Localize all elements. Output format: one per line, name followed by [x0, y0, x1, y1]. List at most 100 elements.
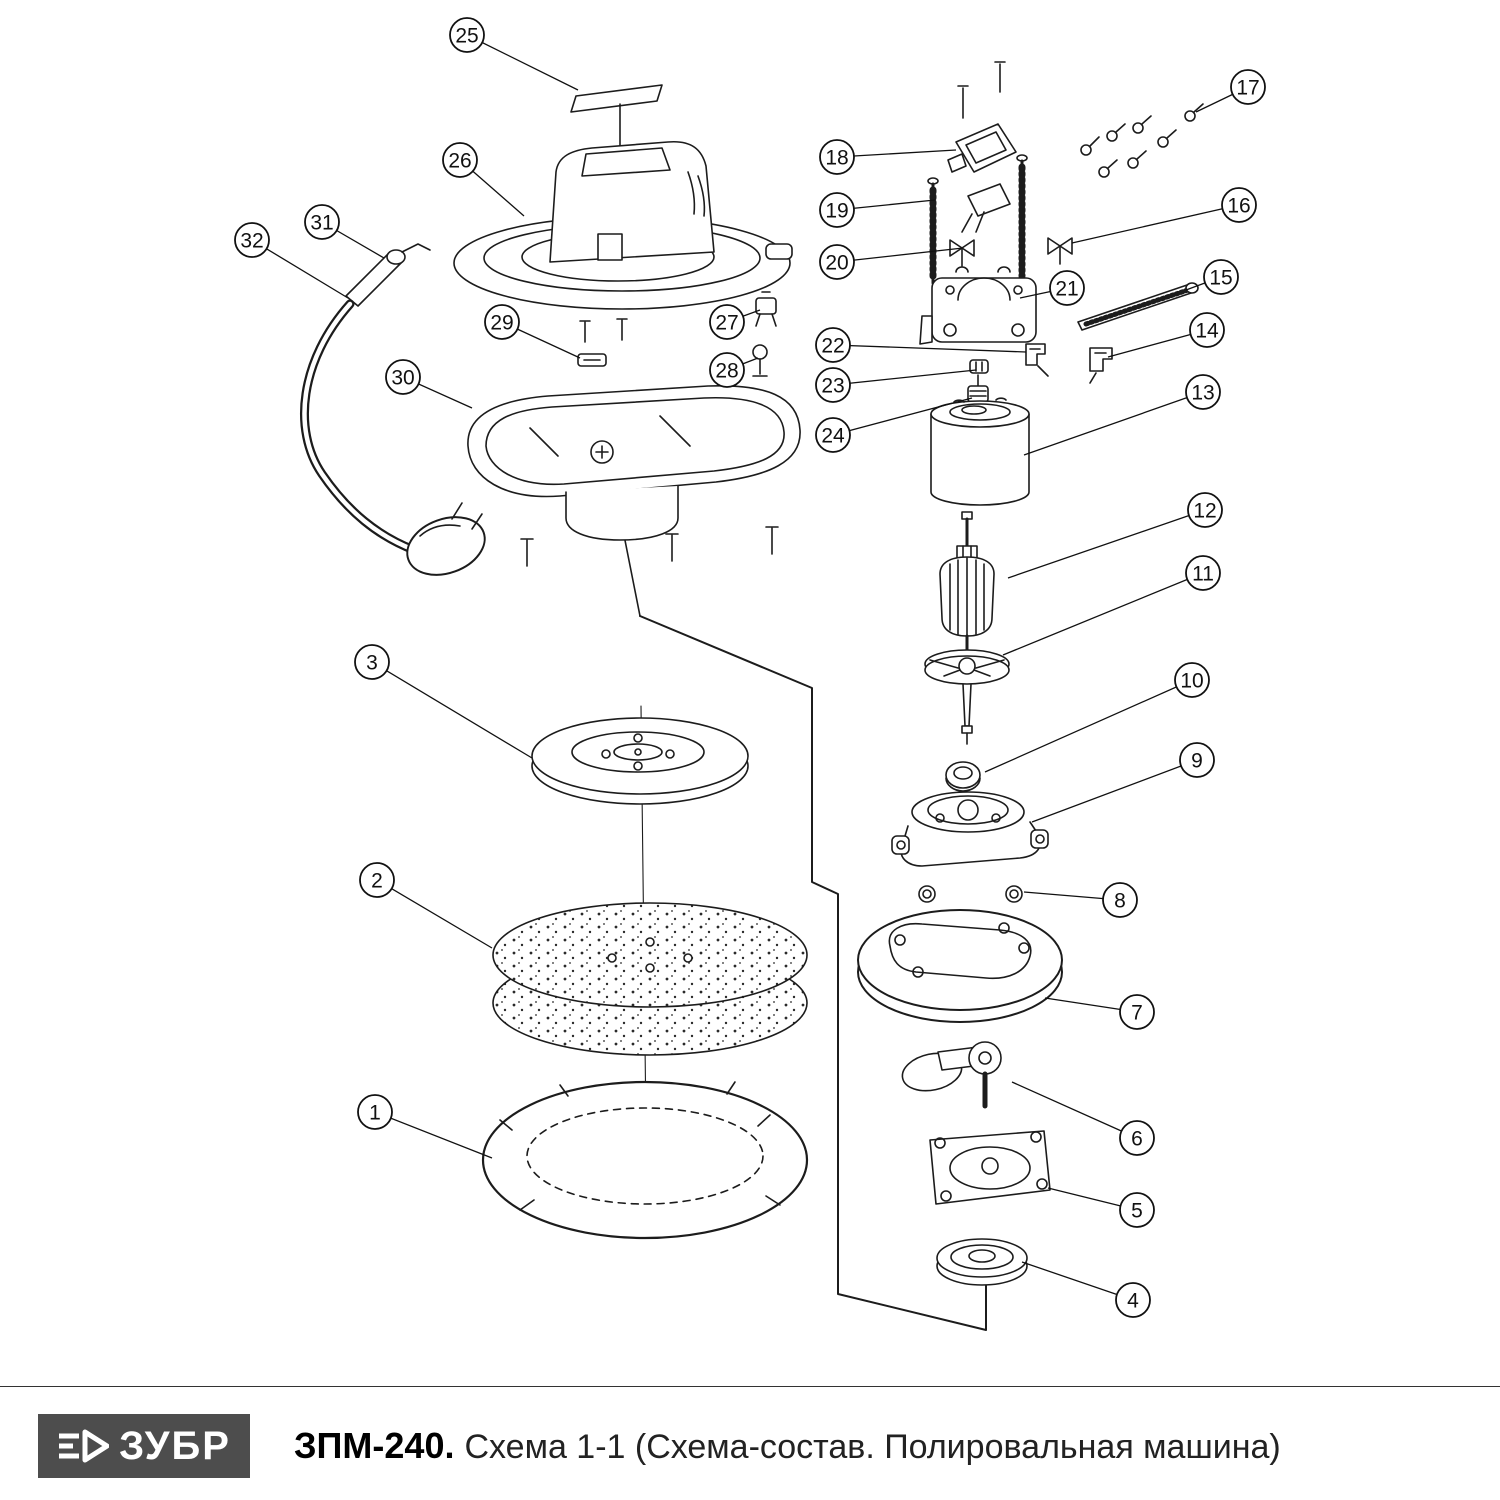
- footer-divider: [0, 1386, 1500, 1387]
- svg-text:27: 27: [715, 312, 738, 335]
- svg-text:32: 32: [240, 230, 263, 253]
- part-screws-cluster: [1080, 103, 1204, 178]
- svg-text:31: 31: [310, 212, 333, 235]
- svg-text:26: 26: [448, 150, 471, 173]
- part-switch-18: [947, 61, 1017, 173]
- callout-9: 9: [1031, 742, 1215, 823]
- callout-21: 21: [1019, 270, 1085, 306]
- callout-12: 12: [1007, 492, 1223, 579]
- svg-text:20: 20: [825, 252, 848, 275]
- brand-arrow-icon: [59, 1429, 110, 1463]
- svg-text:7: 7: [1131, 1002, 1143, 1025]
- callout-5: 5: [1047, 1187, 1155, 1228]
- part-backing-plate: [531, 717, 749, 805]
- svg-text:19: 19: [825, 200, 848, 223]
- part-valve-28: [752, 344, 768, 377]
- svg-text:24: 24: [821, 425, 845, 448]
- part-polishing-bonnet: [481, 1080, 809, 1240]
- callout-25: 25: [449, 17, 579, 91]
- part-switch-27: [755, 291, 777, 327]
- svg-text:18: 18: [825, 147, 848, 170]
- callout-30: 30: [385, 359, 473, 409]
- svg-text:22: 22: [821, 335, 844, 358]
- part-power-cord: [299, 299, 486, 576]
- model-number: ЗПМ-240.: [294, 1425, 455, 1466]
- diagram-title: ЗПМ-240.Схема 1-1 (Схема-состав. Полиров…: [294, 1425, 1281, 1467]
- part-flange-plate: [929, 1130, 1051, 1205]
- svg-text:23: 23: [821, 375, 844, 398]
- svg-text:1: 1: [369, 1102, 381, 1125]
- svg-text:5: 5: [1131, 1200, 1143, 1223]
- part-base-plate: [857, 909, 1063, 1023]
- callout-7: 7: [1044, 994, 1155, 1030]
- part-motor-housing: [919, 266, 1037, 345]
- svg-text:15: 15: [1209, 267, 1232, 290]
- part-cable-gland: [345, 243, 431, 307]
- svg-text:29: 29: [490, 312, 513, 335]
- callout-4: 4: [1021, 1261, 1151, 1318]
- svg-text:6: 6: [1131, 1128, 1143, 1151]
- brand-logo: ЗУБР: [38, 1414, 250, 1478]
- diagram-subtitle: Схема 1-1 (Схема-состав. Полировальная м…: [464, 1428, 1281, 1466]
- part-sponge-discs: [492, 902, 808, 1056]
- svg-text:25: 25: [455, 25, 478, 48]
- svg-text:9: 9: [1191, 750, 1203, 773]
- callout-24: 24: [815, 397, 973, 453]
- callout-20: 20: [819, 244, 964, 280]
- housing-screws: [520, 526, 779, 567]
- svg-text:28: 28: [715, 360, 738, 383]
- part-brush-holder-14: [1089, 347, 1113, 384]
- exploded-view-drawing: [299, 61, 1204, 1331]
- part-brush-clip-16: [1047, 237, 1073, 265]
- svg-text:17: 17: [1236, 77, 1259, 100]
- svg-text:10: 10: [1180, 670, 1203, 693]
- callout-28: 28: [709, 352, 759, 388]
- part-brush-holder-22: [1025, 343, 1049, 377]
- part-nuts: [918, 885, 1023, 903]
- part-clip-29: [577, 318, 628, 367]
- part-armature: [939, 511, 995, 637]
- callout-10: 10: [984, 662, 1210, 773]
- footer: ЗУБР ЗПМ-240.Схема 1-1 (Схема-состав. По…: [38, 1414, 1470, 1478]
- svg-text:14: 14: [1195, 320, 1219, 343]
- callouts-layer: 1234567891011121314151617181920212223242…: [234, 17, 1266, 1318]
- callout-13: 13: [1023, 374, 1221, 456]
- part-pin-rod: [1077, 282, 1199, 331]
- part-cover-19: [927, 154, 1028, 285]
- part-bushing-23: [969, 359, 989, 374]
- svg-text:8: 8: [1114, 890, 1126, 913]
- svg-text:30: 30: [391, 367, 414, 390]
- svg-text:4: 4: [1127, 1290, 1139, 1313]
- callout-26: 26: [442, 142, 525, 217]
- part-fan: [924, 634, 1010, 745]
- callout-8: 8: [1023, 882, 1138, 918]
- callout-14: 14: [1107, 312, 1225, 358]
- callout-23: 23: [815, 367, 977, 403]
- part-bearing-small: [945, 761, 981, 792]
- svg-text:21: 21: [1055, 278, 1078, 301]
- callout-18: 18: [819, 139, 957, 175]
- svg-text:13: 13: [1191, 382, 1214, 405]
- part-brush-clip-20: [949, 239, 975, 267]
- callout-22: 22: [815, 327, 1027, 363]
- callout-31: 31: [304, 204, 385, 259]
- svg-text:12: 12: [1193, 500, 1216, 523]
- callout-6: 6: [1011, 1081, 1155, 1156]
- callout-17: 17: [1195, 69, 1266, 113]
- callout-15: 15: [1185, 259, 1239, 295]
- callout-1: 1: [357, 1094, 493, 1159]
- part-bearing-large: [936, 1238, 1028, 1286]
- part-gear-housing: [891, 791, 1049, 867]
- callout-19: 19: [819, 192, 936, 228]
- callout-32: 32: [234, 222, 349, 299]
- svg-text:16: 16: [1227, 195, 1250, 218]
- callout-2: 2: [359, 862, 493, 949]
- part-eccentric-arm: [901, 1041, 1002, 1109]
- callout-27: 27: [709, 304, 761, 340]
- svg-text:11: 11: [1192, 563, 1214, 586]
- callout-29: 29: [484, 304, 581, 359]
- part-stator: [930, 397, 1030, 506]
- callout-16: 16: [1071, 187, 1257, 244]
- part-lower-housing: [467, 384, 801, 567]
